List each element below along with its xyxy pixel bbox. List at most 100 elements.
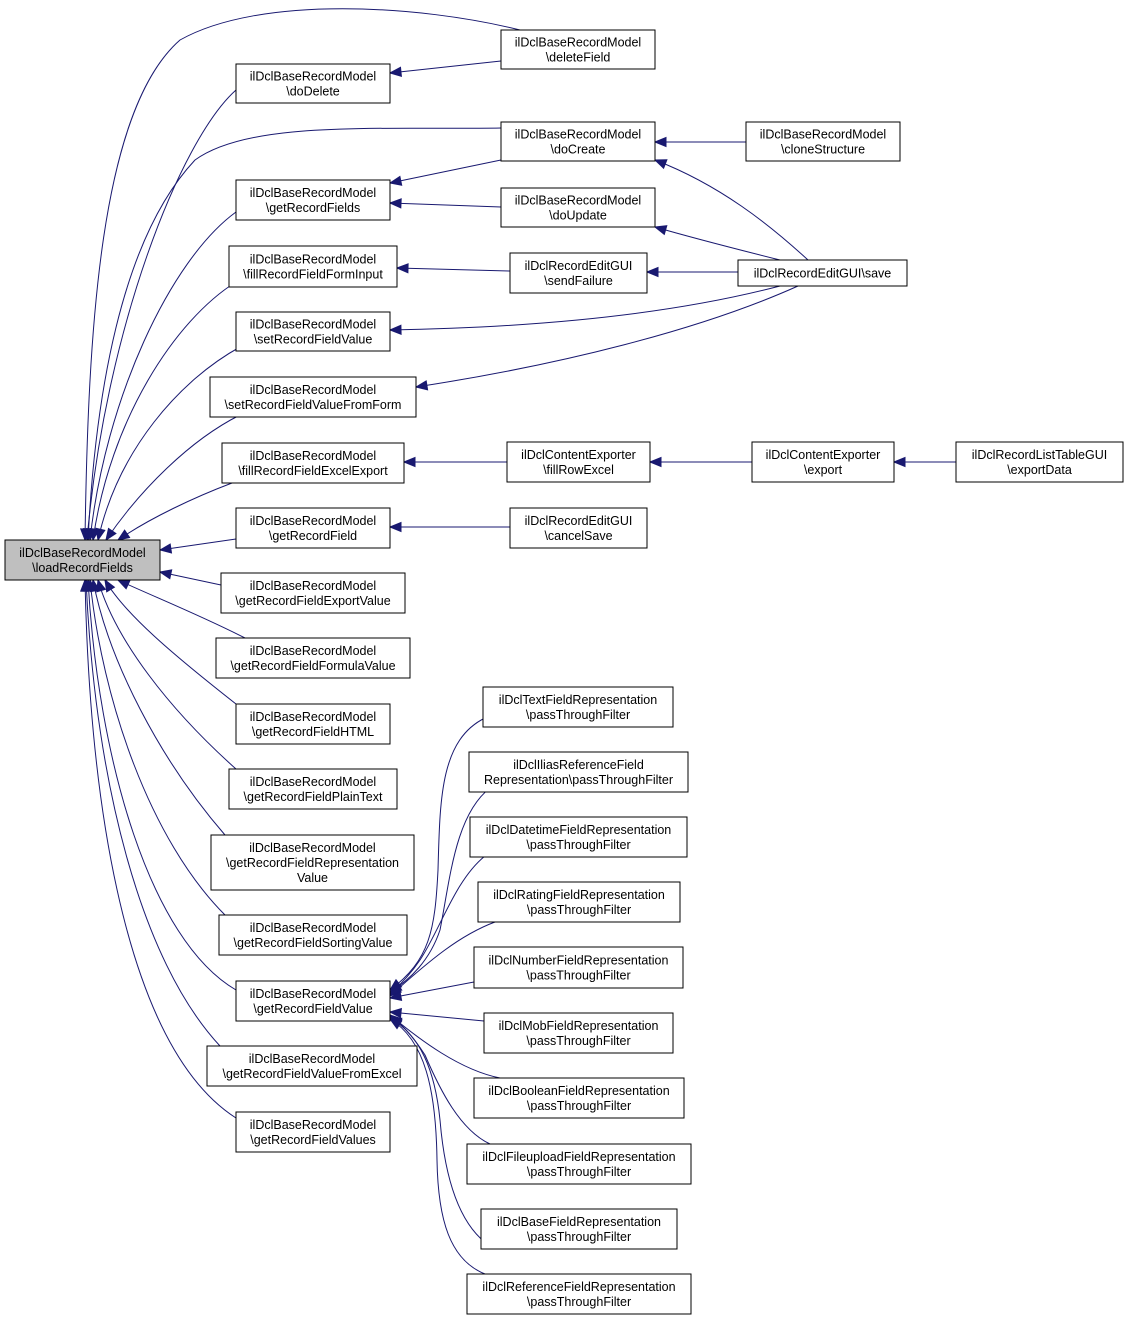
node-numberRep[interactable]: ilDclNumberFieldRepresentation\passThrou… xyxy=(473,946,684,989)
node-mobRep[interactable]: ilDclMobFieldRepresentation\passThroughF… xyxy=(483,1012,674,1054)
node-label-line: \doCreate xyxy=(551,143,606,157)
node-deleteField[interactable]: ilDclBaseRecordModel\deleteField xyxy=(500,29,656,70)
node-doDelete[interactable]: ilDclBaseRecordModel\doDelete xyxy=(235,63,391,104)
edge-arrowhead xyxy=(653,159,668,170)
node-box xyxy=(220,572,406,614)
node-label-line: ilDclBaseRecordModel xyxy=(250,186,376,200)
node-datetimeRep[interactable]: ilDclDatetimeFieldRepresentation\passThr… xyxy=(469,816,688,858)
node-label-line: \passThroughFilter xyxy=(527,1295,631,1309)
node-doUpdate[interactable]: ilDclBaseRecordModel\doUpdate xyxy=(500,187,656,228)
node-label-line: ilDclRecordListTableGUI xyxy=(972,448,1107,462)
node-fillRecordFieldExcelExport[interactable]: ilDclBaseRecordModel\fillRecordFieldExce… xyxy=(221,442,405,484)
node-getRecordFields[interactable]: ilDclBaseRecordModel\getRecordFields xyxy=(235,179,391,221)
node-setRecordFieldValue[interactable]: ilDclBaseRecordModel\setRecordFieldValue xyxy=(235,311,391,352)
node-getRecordFieldValues[interactable]: ilDclBaseRecordModel\getRecordFieldValue… xyxy=(235,1111,391,1153)
node-getRecordFieldFormulaValue[interactable]: ilDclBaseRecordModel\getRecordFieldFormu… xyxy=(215,637,411,679)
node-getRecordFieldHTML[interactable]: ilDclBaseRecordModel\getRecordFieldHTML xyxy=(235,703,391,745)
edge-line xyxy=(396,267,511,272)
edge-arrowhead xyxy=(95,527,106,542)
node-sendFailure[interactable]: ilDclRecordEditGUI\sendFailure xyxy=(509,252,648,294)
node-label-line: \setRecordFieldValue xyxy=(254,333,373,347)
node-getRecordFieldPlainText[interactable]: ilDclBaseRecordModel\getRecordFieldPlain… xyxy=(228,768,398,810)
edge-mobRep-to-getRecordFieldValue xyxy=(388,1007,485,1022)
node-ratingRep[interactable]: ilDclRatingFieldRepresentation\passThrou… xyxy=(477,881,681,923)
node-label-line: \cloneStructure xyxy=(781,143,865,157)
node-label-line: ilDclMobFieldRepresentation xyxy=(499,1019,659,1033)
node-getRecordFieldValueFromExcel[interactable]: ilDclBaseRecordModel\getRecordFieldValue… xyxy=(206,1045,418,1087)
node-fileuploadRep[interactable]: ilDclFileuploadFieldRepresentation\passT… xyxy=(466,1143,692,1185)
node-label-line: \export xyxy=(804,463,843,477)
node-label-line: \getRecordFieldFormulaValue xyxy=(230,659,395,673)
node-cancelSave[interactable]: ilDclRecordEditGUI\cancelSave xyxy=(509,507,648,549)
edge-save-to-doCreate xyxy=(653,159,809,261)
node-fillRecordFieldFormInput[interactable]: ilDclBaseRecordModel\fillRecordFieldForm… xyxy=(228,245,398,288)
node-getRecordField[interactable]: ilDclBaseRecordModel\getRecordField xyxy=(235,507,391,549)
edge-doCreate-to-getRecordFields xyxy=(388,159,502,186)
edge-line xyxy=(415,285,799,388)
node-getRecordFieldRepresentationValue[interactable]: ilDclBaseRecordModel\getRecordFieldRepre… xyxy=(210,834,415,891)
edge-getRecordField-to-root xyxy=(158,538,237,554)
node-label-line: ilDclBaseRecordModel xyxy=(250,70,376,84)
node-box xyxy=(473,946,684,989)
node-getRecordFieldExportValue[interactable]: ilDclBaseRecordModel\getRecordFieldExpor… xyxy=(220,572,406,614)
node-label-line: ilDclDatetimeFieldRepresentation xyxy=(486,823,672,837)
node-referenceRep[interactable]: ilDclReferenceFieldRepresentation\passTh… xyxy=(466,1273,692,1315)
edge-line xyxy=(84,579,237,1119)
node-label-line: \getRecordFieldHTML xyxy=(252,725,374,739)
node-label-line: \getRecordFieldValueFromExcel xyxy=(222,1067,401,1081)
node-box xyxy=(500,29,656,70)
edge-line xyxy=(389,921,496,997)
edge-arrowhead xyxy=(104,578,116,593)
node-box xyxy=(235,703,391,745)
edge-line xyxy=(97,346,241,541)
node-box xyxy=(468,751,689,793)
edge-fillRowExcel-to-fillRecordFieldExcelExport xyxy=(402,456,507,468)
node-label-line: ilDclBaseRecordModel xyxy=(250,921,376,935)
node-box xyxy=(509,507,648,549)
node-exportData[interactable]: ilDclRecordListTableGUI\exportData xyxy=(955,441,1124,483)
edge-arrowhead xyxy=(388,990,403,1002)
node-box xyxy=(221,442,405,484)
node-booleanRep[interactable]: ilDclBooleanFieldRepresentation\passThro… xyxy=(473,1077,685,1119)
node-label-line: \doDelete xyxy=(286,85,340,99)
node-label-line: ilDclIliasReferenceField xyxy=(513,758,644,772)
node-setRecordFieldValueFromForm[interactable]: ilDclBaseRecordModel\setRecordFieldValue… xyxy=(209,376,417,418)
node-cloneStructure[interactable]: ilDclBaseRecordModel\cloneStructure xyxy=(745,121,901,162)
node-export[interactable]: ilDclContentExporter\export xyxy=(751,441,895,483)
node-doCreate[interactable]: ilDclBaseRecordModel\doCreate xyxy=(500,121,656,162)
node-label-line: ilDclReferenceFieldRepresentation xyxy=(482,1280,675,1294)
edge-arrowhead xyxy=(388,1007,402,1019)
node-save[interactable]: ilDclRecordEditGUI\save xyxy=(737,259,908,287)
node-label-line: ilDclBaseRecordModel xyxy=(250,383,376,397)
node-label-line: \passThroughFilter xyxy=(527,903,631,917)
edge-arrowhead xyxy=(414,380,429,391)
edge-arrowhead xyxy=(653,136,667,148)
edge-referenceRep-to-getRecordFieldValue xyxy=(388,1018,486,1275)
edge-line xyxy=(92,281,237,541)
node-root[interactable]: ilDclBaseRecordModel\loadRecordFields xyxy=(4,539,161,581)
node-label-line: \deleteField xyxy=(546,51,611,65)
node-label-line: \sendFailure xyxy=(544,274,613,288)
edge-line xyxy=(389,1017,496,1250)
node-label-line: ilDclBaseRecordModel xyxy=(250,449,376,463)
node-getRecordFieldValue[interactable]: ilDclBaseRecordModel\getRecordFieldValue xyxy=(235,980,391,1022)
node-label-line: ilDclBaseRecordModel xyxy=(250,987,376,1001)
edge-setRecordFieldValue-to-root xyxy=(95,346,241,542)
edge-arrowhead xyxy=(105,527,117,542)
edge-arrowhead xyxy=(395,263,409,274)
node-iliasRefRep[interactable]: ilDclIliasReferenceFieldRepresentation\p… xyxy=(468,751,689,793)
edge-arrowhead xyxy=(892,456,906,468)
node-textRep[interactable]: ilDclTextFieldRepresentation\passThrough… xyxy=(482,686,674,728)
edge-doUpdate-to-getRecordFields xyxy=(388,198,502,209)
edge-line xyxy=(104,579,237,705)
node-getRecordFieldSortingValue[interactable]: ilDclBaseRecordModel\getRecordFieldSorti… xyxy=(218,914,408,956)
node-fillRowExcel[interactable]: ilDclContentExporter\fillRowExcel xyxy=(506,441,651,483)
node-label-line: \passThroughFilter xyxy=(526,838,630,852)
edge-line xyxy=(117,579,246,639)
node-baseRep[interactable]: ilDclBaseFieldRepresentation\passThrough… xyxy=(480,1208,678,1250)
node-box xyxy=(4,539,161,581)
node-label-line: ilDclBaseRecordModel xyxy=(250,253,376,267)
edge-cancelSave-to-getRecordField xyxy=(388,521,510,533)
edge-arrowhead xyxy=(388,175,403,186)
node-box xyxy=(482,686,674,728)
